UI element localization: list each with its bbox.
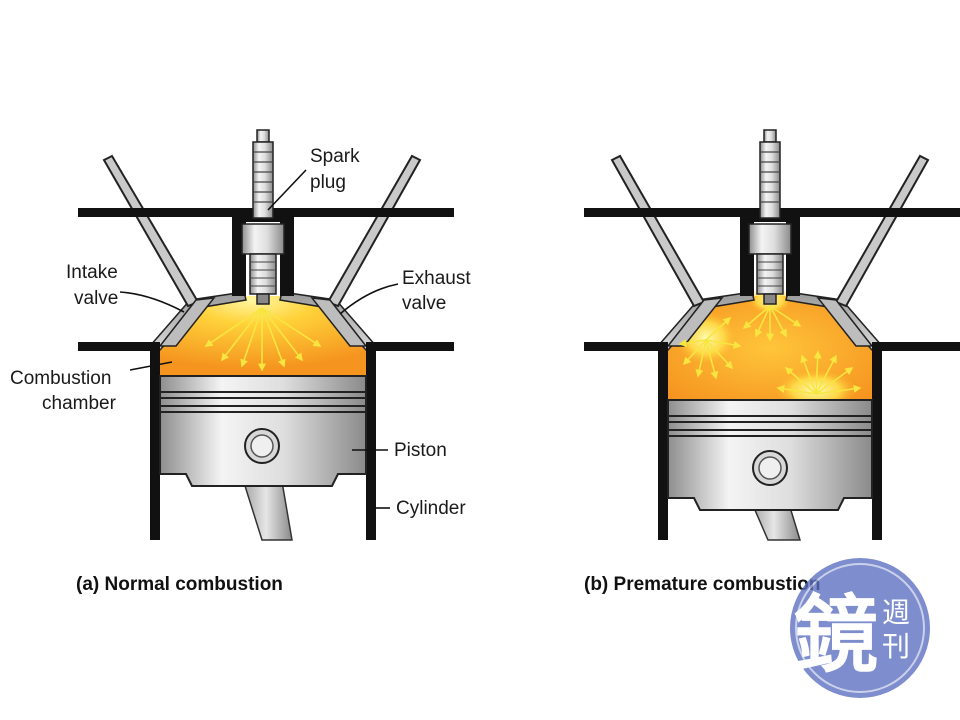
combustion-chamber-label-line2: chamber — [42, 393, 117, 414]
exhaust-valve-label-line1: Exhaust — [402, 268, 471, 289]
cylinder-wall-right — [872, 342, 882, 540]
lower-deck-right — [368, 342, 454, 351]
cylinder-wall-right — [366, 342, 376, 540]
top-deck-right — [294, 208, 454, 217]
piston-label: Piston — [394, 440, 447, 461]
watermark-side-char-1: 週 — [882, 596, 910, 629]
caption-normal-combustion: (a) Normal combustion — [76, 574, 283, 595]
flame-front-arrows — [204, 307, 322, 372]
intake-valve-leader — [119, 291, 185, 313]
flame-front-arrows-plug — [742, 305, 802, 342]
top-deck-left — [78, 208, 232, 217]
cylinder-wall-left — [658, 342, 668, 540]
watermark-circle — [790, 558, 930, 698]
exhaust-valve-head — [816, 297, 874, 347]
engine-normal-combustion: Spark plug Intake valve Exhaust valve Co… — [10, 129, 471, 595]
combustion-chamber — [158, 296, 368, 376]
lower-deck-left — [584, 342, 668, 351]
flame-front-arrows-hotspot-left — [678, 316, 742, 380]
spark-plug-label-line2: plug — [310, 172, 346, 193]
intake-valve-label-line1: Intake — [66, 262, 118, 283]
intake-valve-stem — [102, 154, 200, 308]
watermark-side-char-2: 刊 — [882, 630, 910, 663]
watermark-logo: 鏡 週 刊 — [790, 558, 930, 698]
combustion-chamber-leader — [129, 361, 173, 371]
lower-deck-left — [78, 342, 160, 351]
spark-plug-leader — [267, 169, 307, 211]
lower-deck-right — [872, 342, 960, 351]
piston — [159, 375, 367, 487]
cylinder-wall-left — [150, 342, 160, 540]
watermark-main-char: 鏡 — [794, 586, 878, 684]
cylinder-label: Cylinder — [396, 498, 466, 519]
intake-valve-head — [158, 297, 216, 347]
combustion-chamber-label-line1: Combustion — [10, 368, 111, 389]
spark-plug — [241, 129, 285, 305]
spark-plug — [748, 129, 792, 305]
exhaust-valve-stem — [834, 154, 930, 308]
piston — [667, 399, 873, 511]
intake-valve-stem — [610, 154, 706, 308]
caption-premature-combustion: (b) Premature combustion — [584, 574, 820, 595]
exhaust-valve-label-line2: valve — [402, 293, 446, 314]
spark-plug-label-line1: Spark — [310, 146, 360, 167]
top-deck-left — [584, 208, 740, 217]
flame-front-arrows-hotspot-right — [776, 350, 862, 395]
engine-premature-combustion: (b) Premature combustion — [584, 129, 960, 595]
exhaust-valve-head — [310, 297, 368, 347]
exhaust-valve-leader — [339, 283, 399, 315]
intake-valve-label-line2: valve — [74, 288, 118, 309]
top-deck-right — [800, 208, 960, 217]
